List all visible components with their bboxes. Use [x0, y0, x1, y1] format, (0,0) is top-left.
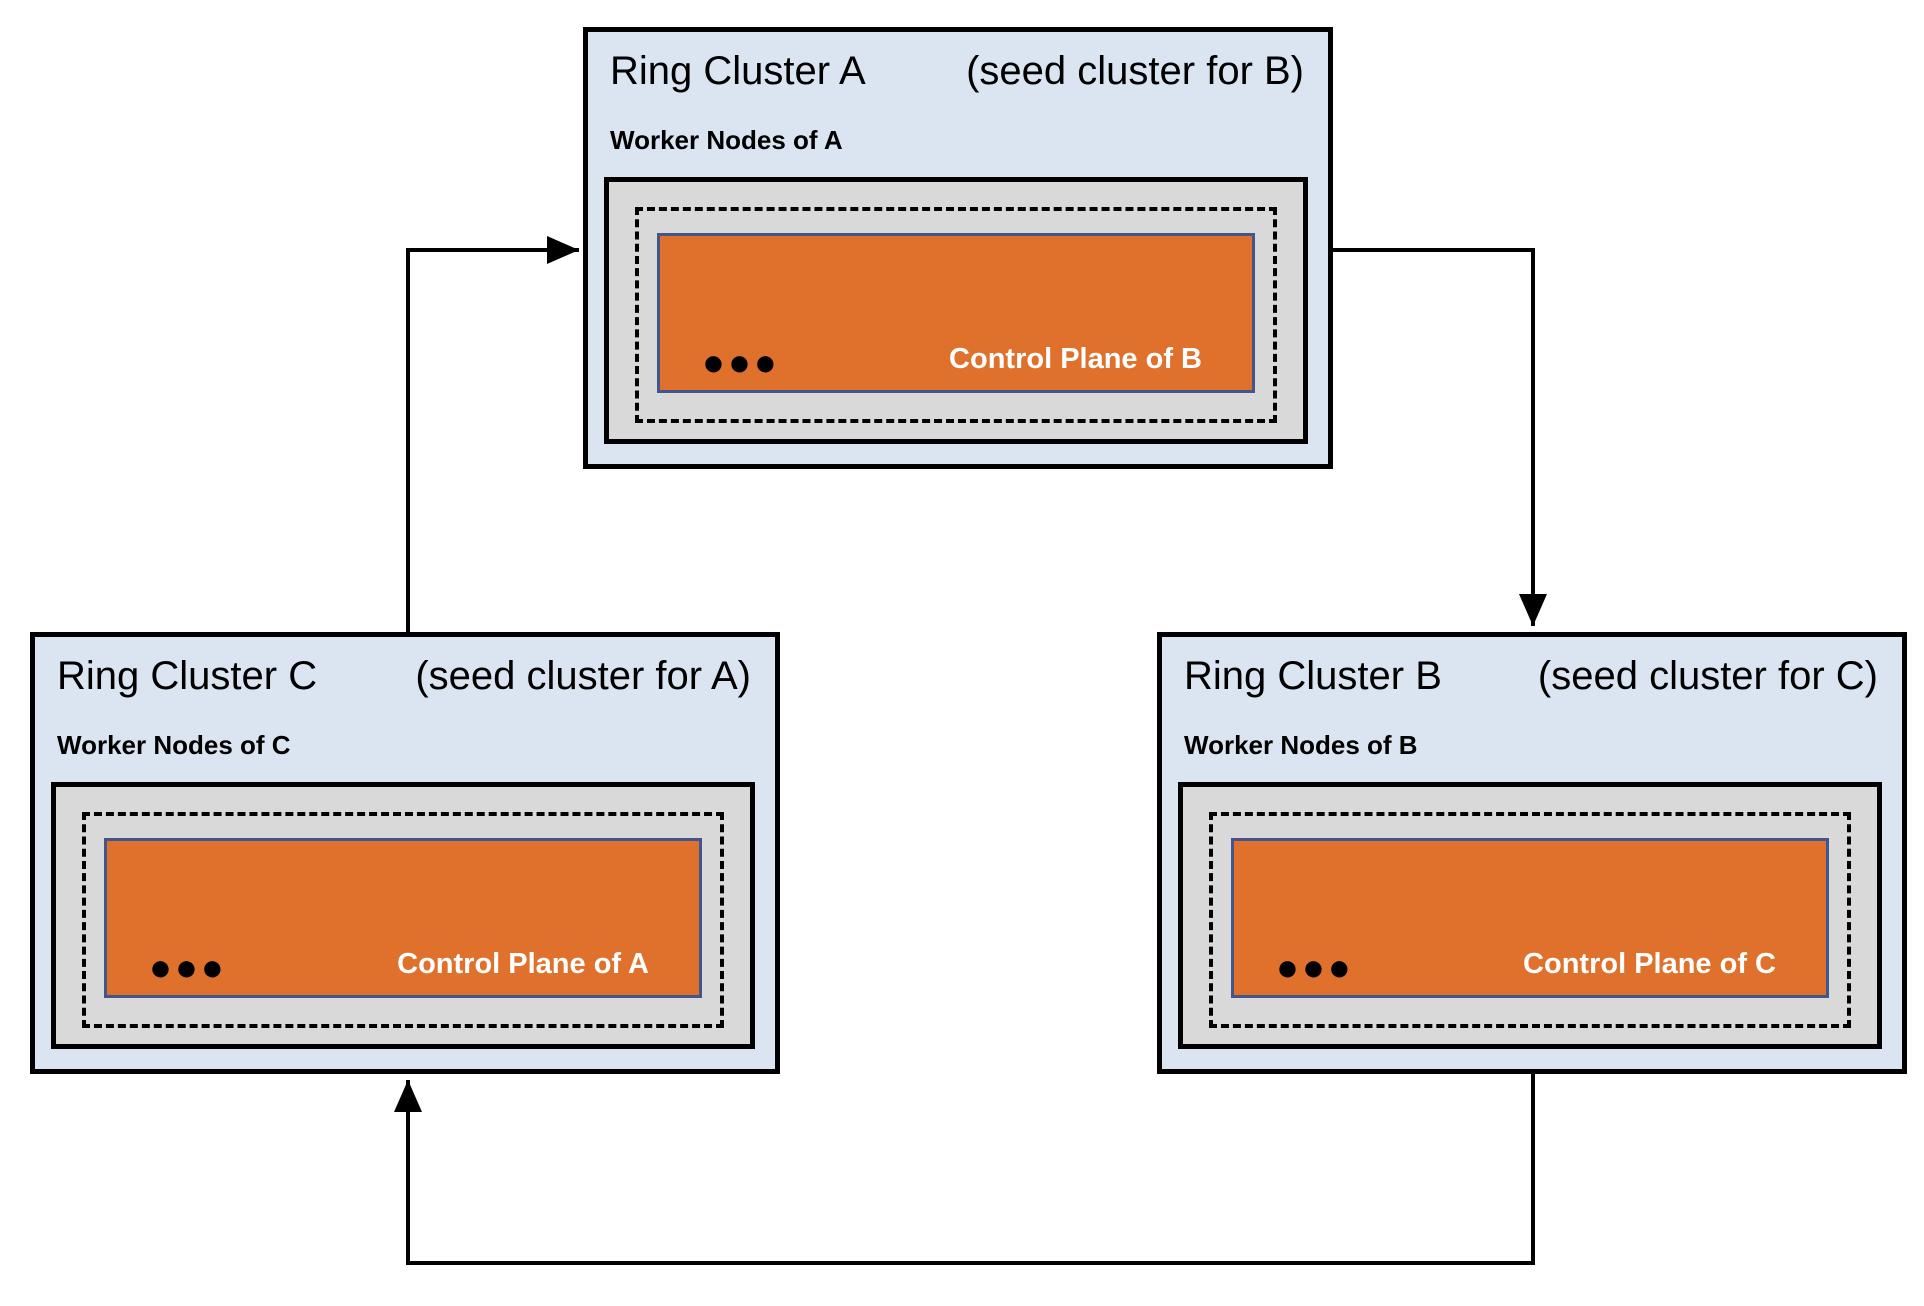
cluster-b-control-plane-box: ●●● Control Plane of C	[1231, 837, 1829, 998]
cluster-c-seed-note: (seed cluster for A)	[415, 654, 751, 698]
cluster-a-title-row: Ring Cluster A (seed cluster for B)	[604, 48, 1308, 94]
cluster-b-nodes-dashed-border: ●●● Control Plane of C	[1209, 811, 1851, 1028]
cluster-b-worker-nodes-label: Worker Nodes of B	[1184, 730, 1418, 760]
cluster-a-worker-nodes-label: Worker Nodes of A	[610, 125, 843, 155]
cluster-c-control-plane-label: Control Plane of A	[397, 948, 649, 980]
cluster-a-worker-nodes-box: ●●● Control Plane of B	[604, 176, 1308, 444]
cluster-c-nodes-dashed-border: ●●● Control Plane of A	[82, 811, 724, 1028]
cluster-b-worker-nodes-box: ●●● Control Plane of C	[1178, 781, 1882, 1049]
ring-cluster-c: Ring Cluster C (seed cluster for A) Work…	[30, 632, 780, 1074]
cluster-b-control-plane-label: Control Plane of C	[1523, 948, 1776, 980]
cluster-a-nodes-dashed-border: ●●● Control Plane of B	[635, 206, 1277, 423]
cluster-b-title-row: Ring Cluster B (seed cluster for C)	[1178, 653, 1882, 699]
cluster-a-title: Ring Cluster A	[610, 49, 866, 93]
cluster-a-control-plane-label: Control Plane of B	[949, 343, 1202, 375]
ring-cluster-b: Ring Cluster B (seed cluster for C) Work…	[1157, 632, 1907, 1074]
ring-cluster-a: Ring Cluster A (seed cluster for B) Work…	[583, 27, 1333, 469]
arrow-b-to-c	[394, 1074, 1535, 1265]
arrow-a-to-b	[1333, 248, 1547, 626]
ellipsis-dots: ●●●	[702, 342, 780, 385]
cluster-a-seed-note: (seed cluster for B)	[966, 49, 1304, 93]
cluster-c-title: Ring Cluster C	[57, 654, 318, 698]
ellipsis-dots: ●●●	[149, 947, 227, 990]
cluster-c-worker-nodes-label: Worker Nodes of C	[57, 730, 291, 760]
cluster-c-worker-nodes-box: ●●● Control Plane of A	[51, 781, 755, 1049]
cluster-b-title: Ring Cluster B	[1184, 654, 1442, 698]
arrow-c-to-a	[406, 236, 579, 632]
cluster-b-seed-note: (seed cluster for C)	[1537, 654, 1878, 698]
cluster-a-control-plane-box: ●●● Control Plane of B	[657, 232, 1255, 393]
ellipsis-dots: ●●●	[1276, 947, 1354, 990]
cluster-c-control-plane-box: ●●● Control Plane of A	[104, 837, 702, 998]
cluster-c-title-row: Ring Cluster C (seed cluster for A)	[51, 653, 755, 699]
